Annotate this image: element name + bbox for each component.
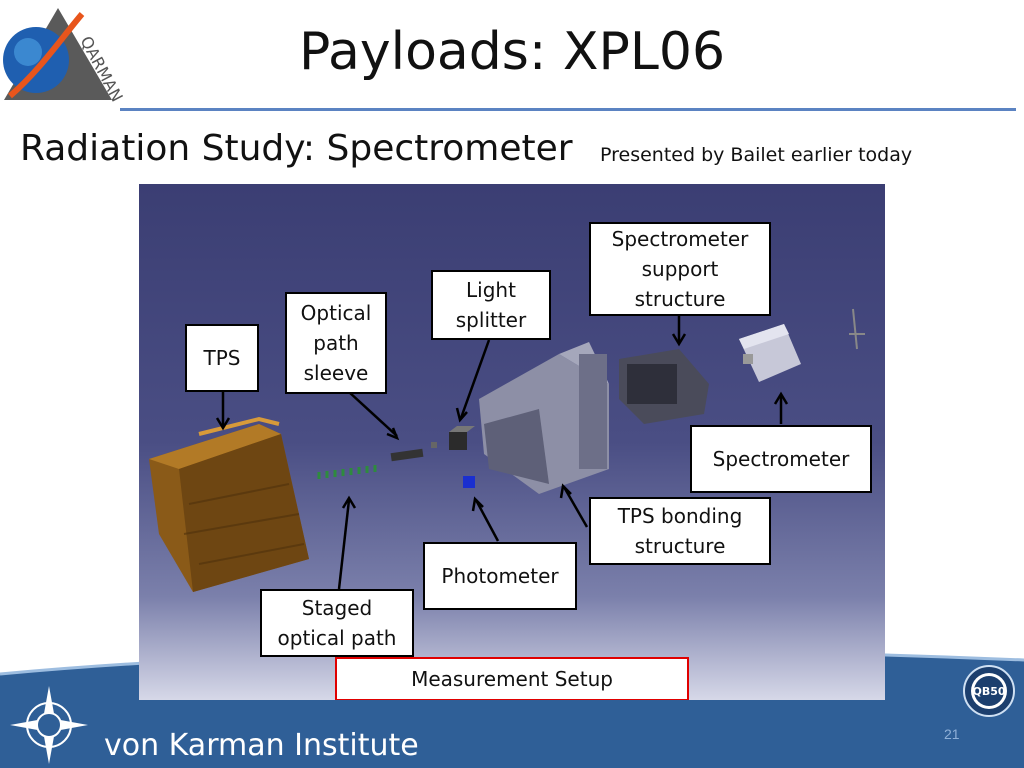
optical-path-sleeve-part [390,448,424,462]
photometer-part [463,476,475,488]
mount-screw-part [849,308,865,350]
slide-subtitle: Radiation Study: Spectrometer [20,128,573,169]
title-divider [120,108,1016,111]
page-number: 21 [944,726,960,742]
spectrometer-support-part [619,349,709,424]
staged-optical-path-part [317,465,377,479]
presenter-note: Presented by Bailet earlier today [600,144,913,166]
label-spectrometer: Spectrometer [690,425,872,493]
institute-name: von Karman Institute [104,728,419,763]
qb50-badge: QB50 [963,665,1015,717]
label-tps-bonding-structure: TPS bonding structure [589,497,771,565]
spectrometer-part [739,324,801,382]
label-spectrometer-support: Spectrometer support structure [589,222,771,316]
vki-compass-logo [10,686,88,764]
label-staged-optical-path: Staged optical path [260,589,414,657]
qb50-text: QB50 [972,685,1005,698]
measurement-setup-figure: TPS Optical path sleeve Light splitter S… [139,184,885,700]
callout-arrows [215,316,789,590]
tps-block [149,416,309,592]
tps-bonding-structure-part [479,342,609,494]
label-photometer: Photometer [423,542,577,610]
light-splitter-part [449,426,475,450]
label-optical-path-sleeve: Optical path sleeve [285,292,387,394]
label-light-splitter: Light splitter [431,270,551,340]
trajectory-icon [8,12,85,99]
slide-title: Payloads: XPL06 [298,22,726,82]
label-tps: TPS [185,324,259,392]
figure-caption: Measurement Setup [335,657,689,700]
exploded-view-drawing [149,308,865,592]
qarman-logo: QARMAN [3,8,127,105]
